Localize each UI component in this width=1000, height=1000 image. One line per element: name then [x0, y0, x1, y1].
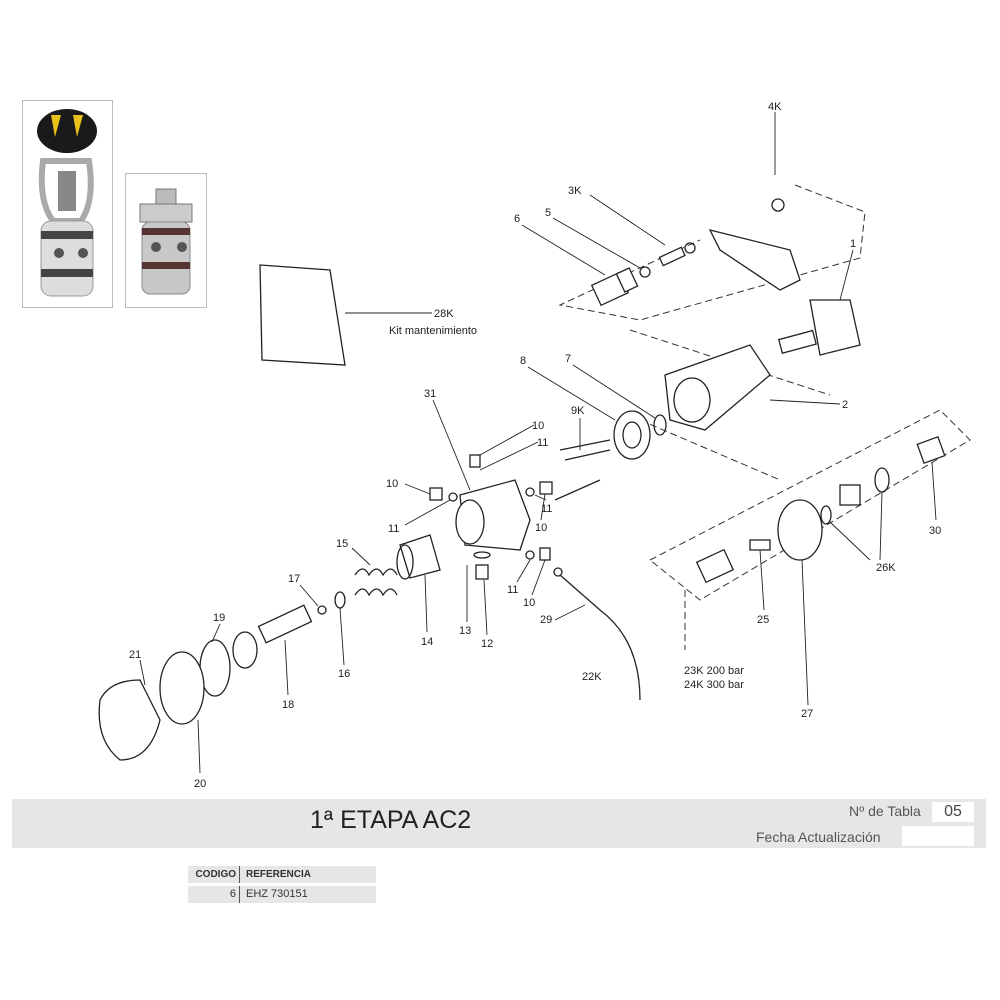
cell-referencia: EHZ 730151: [246, 888, 308, 900]
callout-26k: 26K: [876, 562, 896, 574]
callout-11: 11: [388, 523, 399, 535]
callout-20: 20: [194, 778, 206, 790]
callout-10: 10: [532, 420, 544, 432]
part-1-knob: [809, 299, 861, 356]
callout-18: 18: [282, 699, 294, 711]
product-photo-din: [125, 173, 207, 308]
callout-23k: 23K 200 bar: [684, 665, 744, 677]
callout-5: 5: [545, 207, 551, 219]
part-17: [317, 605, 327, 615]
part-23k-connector: [695, 548, 735, 584]
callout-19: 19: [213, 612, 225, 624]
callout-1: 1: [850, 238, 856, 250]
callout-3k: 3K: [568, 185, 582, 197]
callout-11: 11: [537, 437, 548, 449]
table-number-value: 05: [932, 802, 974, 822]
table-number-label: Nº de Tabla: [849, 803, 921, 819]
callout-31: 31: [424, 388, 436, 400]
callout-8: 8: [520, 355, 526, 367]
part-12: [475, 564, 489, 580]
part-21-cap: [98, 679, 161, 761]
part-22k-hose: [559, 574, 641, 701]
title-band: [12, 799, 986, 848]
regulator-yoke-image: [37, 109, 97, 297]
callout-10: 10: [535, 522, 547, 534]
leader-lines: [139, 112, 937, 774]
callout-7: 7: [565, 353, 571, 365]
callout-22k: 22K: [582, 671, 602, 683]
page-title: 1ª ETAPA AC2: [310, 806, 472, 834]
part-5: [658, 246, 686, 267]
callout-15: 15: [336, 538, 348, 550]
parts-table: CODIGO REFERENCIA 6 EHZ 730151: [188, 866, 376, 906]
part-27-knob: [777, 499, 823, 561]
callout-17: 17: [288, 573, 300, 585]
assembly-guide-23k: [649, 409, 971, 601]
callout-28k: 28K: [434, 308, 454, 320]
regulator-din-image: [139, 188, 193, 295]
assembly-guide-4k: [558, 184, 866, 321]
callout-27: 27: [801, 708, 813, 720]
callout-4k: 4K: [768, 101, 782, 113]
callout-13: 13: [459, 625, 471, 637]
callout-16: 16: [338, 668, 350, 680]
part-18-piston: [257, 604, 313, 644]
part-4k-tool: [708, 229, 801, 291]
table-row: 6 EHZ 730151: [188, 886, 376, 903]
header-referencia: REFERENCIA: [246, 869, 312, 880]
callout-2: 2: [842, 399, 848, 411]
update-date-value: [902, 826, 974, 846]
callout-10: 10: [523, 597, 535, 609]
callout-11: 11: [541, 503, 552, 515]
callout-29: 29: [540, 614, 552, 626]
kit-label: Kit mantenimiento: [389, 325, 477, 337]
header-codigo: CODIGO: [188, 866, 240, 883]
part-14-sleeve: [399, 534, 441, 579]
callout-6: 6: [514, 213, 520, 225]
part-15-spring: [354, 568, 398, 597]
callout-14: 14: [421, 636, 433, 648]
callout-24k: 24K 300 bar: [684, 679, 744, 691]
cell-codigo: 6: [188, 886, 240, 903]
callout-30: 30: [929, 525, 941, 537]
update-date-label: Fecha Actualización: [756, 829, 881, 845]
part-26k: [839, 484, 861, 506]
product-photo-yoke: [22, 100, 113, 308]
part-10-plug: [469, 454, 481, 468]
part-20-ring: [159, 651, 205, 725]
callout-10: 10: [386, 478, 398, 490]
maintenance-kit-bag: [259, 264, 346, 366]
part-30: [916, 436, 946, 464]
part-25: [749, 539, 771, 551]
part-8-ring: [613, 410, 651, 460]
callout-9k: 9K: [571, 405, 585, 417]
part-16-oring: [334, 591, 346, 609]
callout-21: 21: [129, 649, 141, 661]
exploded-parts-diagram: 4K 3K 5 6 1 28K Kit mantenimiento 8 7 31…: [98, 101, 971, 790]
callout-11: 11: [507, 584, 518, 596]
callout-25: 25: [757, 614, 769, 626]
table-header: CODIGO REFERENCIA: [188, 866, 376, 883]
callout-12: 12: [481, 638, 493, 650]
part-7-oring: [653, 414, 667, 436]
